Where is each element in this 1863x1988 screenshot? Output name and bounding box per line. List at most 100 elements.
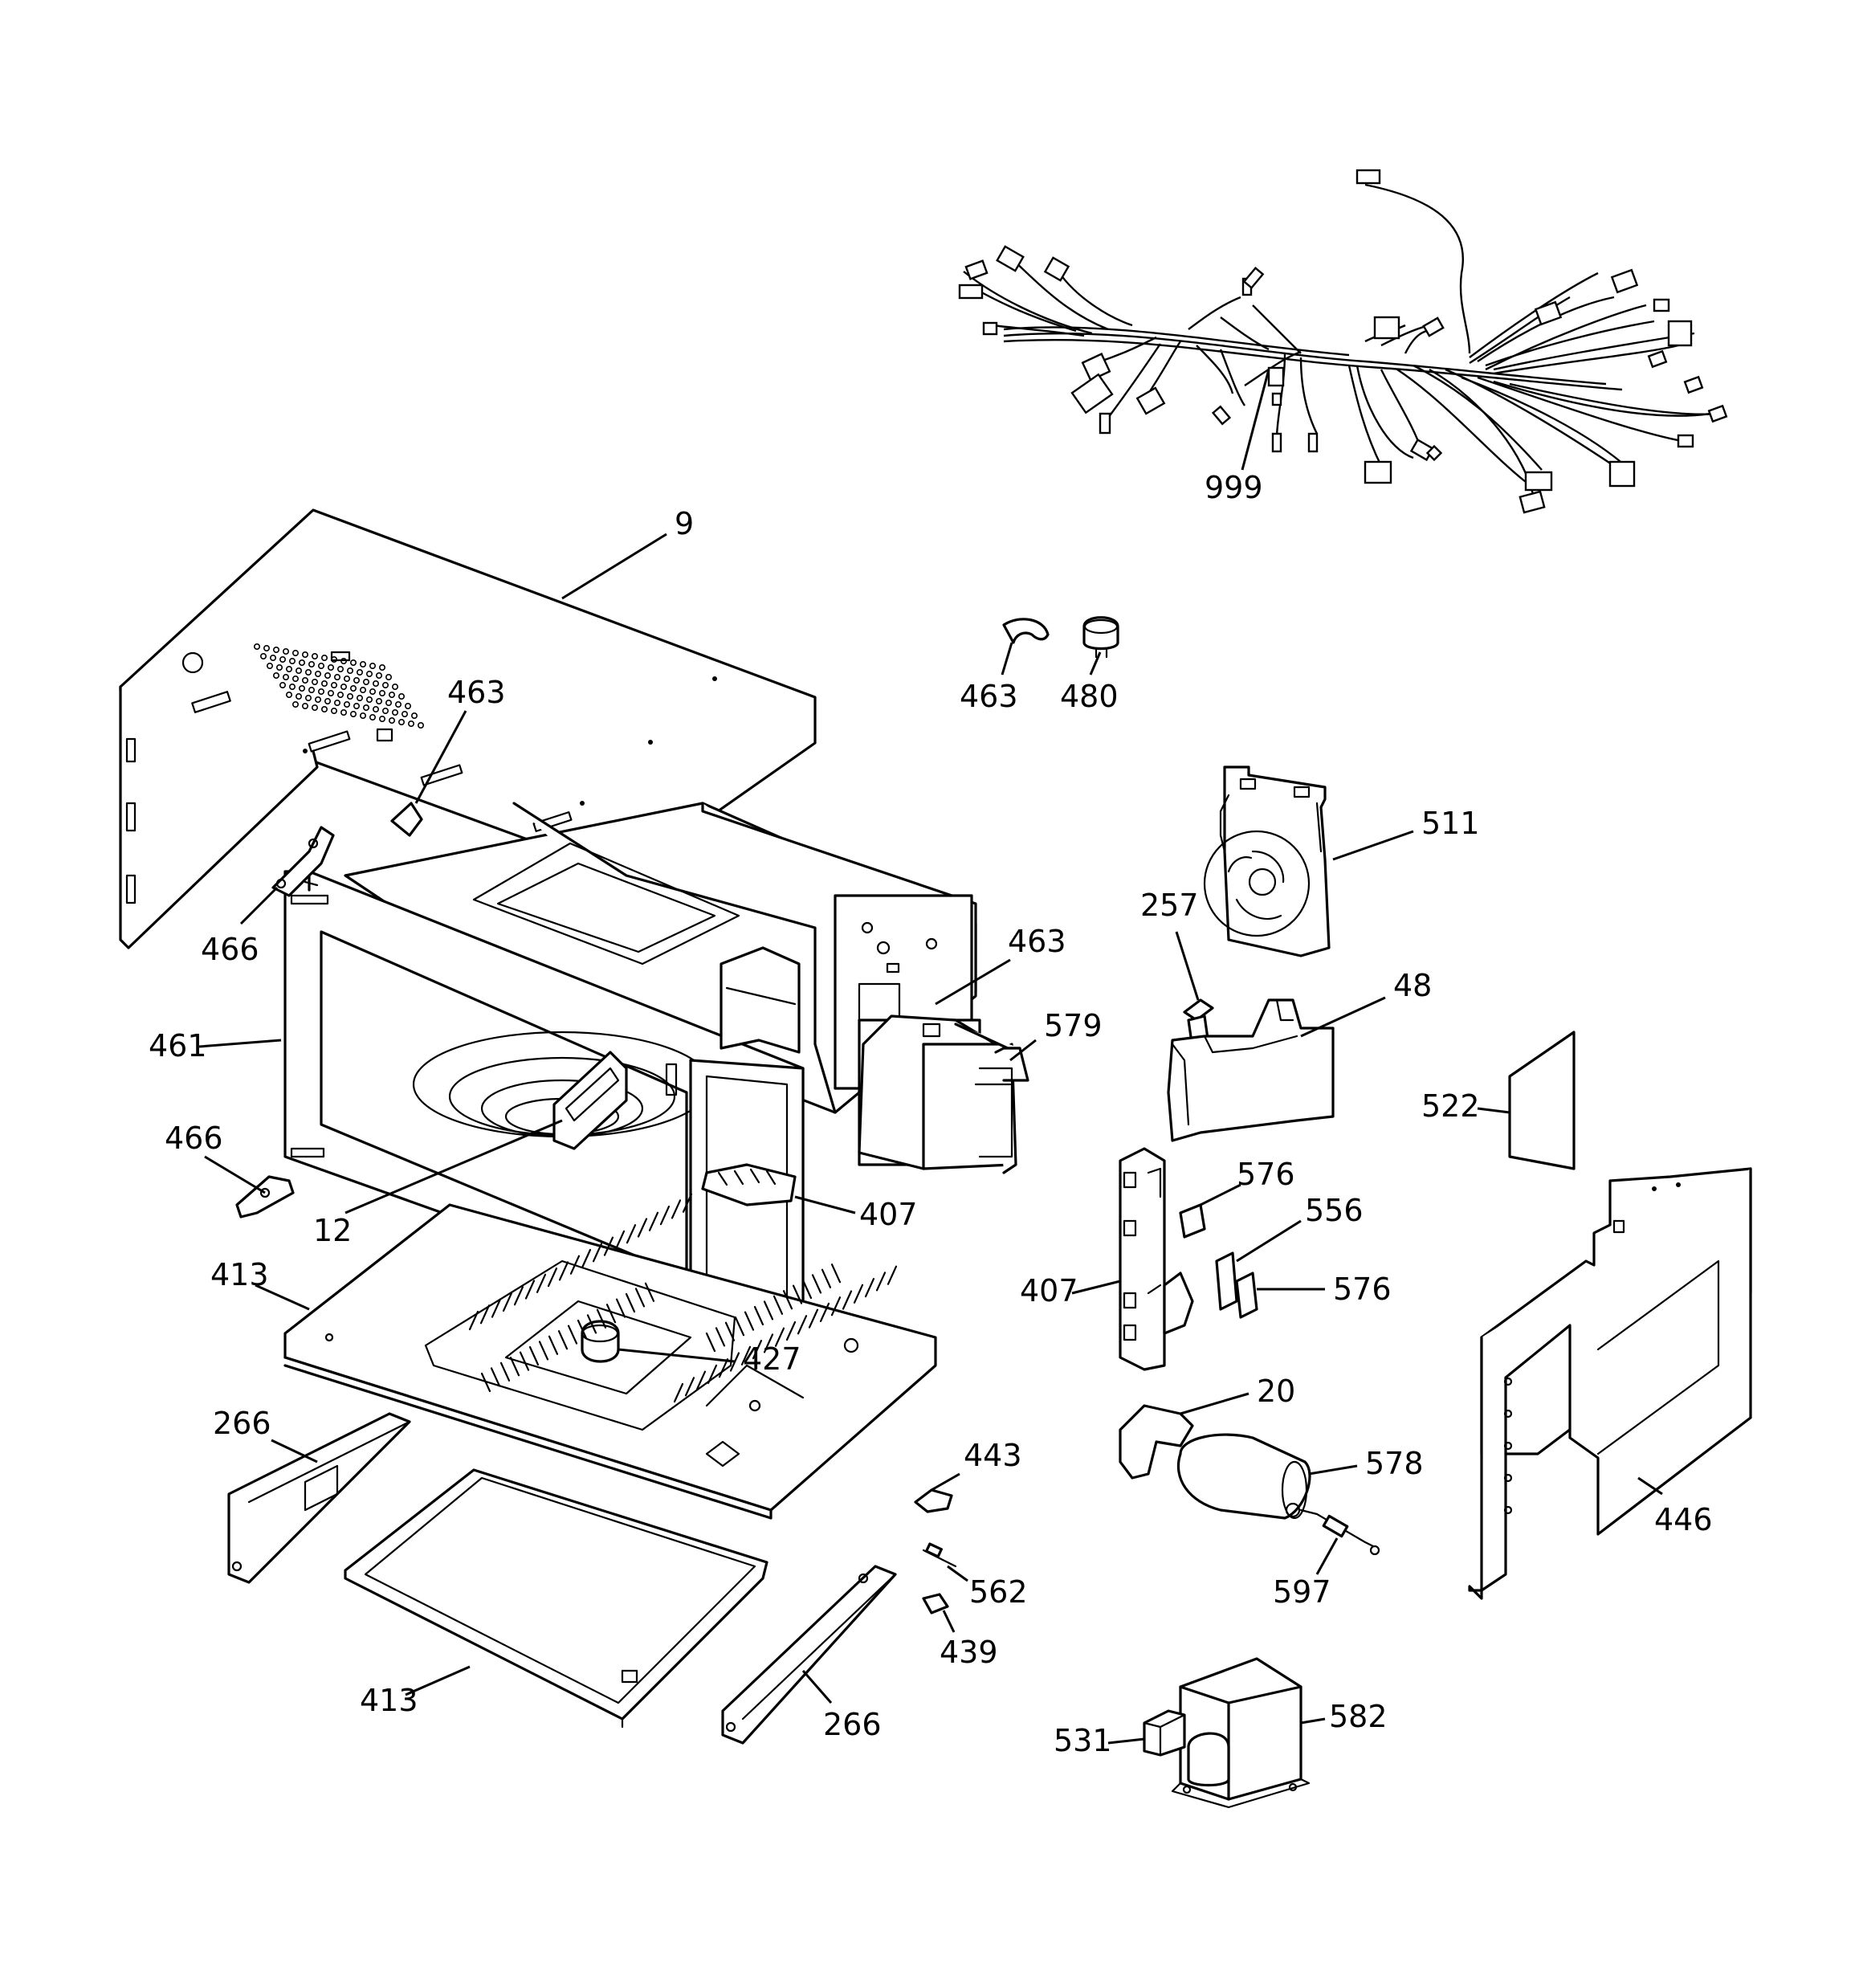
- vent-hole: [330, 707, 337, 714]
- vent-hole: [291, 675, 299, 682]
- callout-446: 446: [1654, 1502, 1713, 1537]
- vent-hole: [356, 668, 363, 676]
- base-slot: [536, 1273, 547, 1293]
- base-slot: [603, 1236, 614, 1256]
- vent-hole: [288, 683, 296, 690]
- vent-hole: [291, 649, 299, 656]
- base-slot: [707, 1364, 718, 1385]
- vent-hole: [378, 689, 385, 696]
- callout-463-loose: 463: [960, 679, 1018, 714]
- callout-413-bottom: 413: [360, 1683, 418, 1718]
- base-slot: [626, 1224, 637, 1244]
- vent-hole: [291, 700, 299, 708]
- vent-hole: [298, 684, 305, 692]
- vent-hole: [314, 670, 321, 677]
- vent-hole: [324, 672, 331, 679]
- vent-hole: [349, 659, 357, 666]
- vent-hole: [285, 665, 292, 672]
- vent-hole: [372, 680, 379, 687]
- base-slot: [468, 1310, 479, 1331]
- vent-hole: [388, 691, 395, 698]
- switch-576-bottom: [1235, 1272, 1258, 1319]
- callout-257: 257: [1140, 888, 1199, 923]
- base-slot: [490, 1367, 501, 1387]
- vent-hole: [381, 681, 389, 688]
- back-panel-446: [1468, 1167, 1752, 1600]
- callout-48: 48: [1393, 968, 1432, 1003]
- callout-999: 999: [1205, 470, 1263, 505]
- vent-hole: [340, 683, 347, 690]
- base-slot: [734, 1316, 745, 1337]
- callout-480: 480: [1060, 679, 1119, 714]
- vent-hole: [304, 694, 312, 701]
- vent-hole: [330, 681, 337, 688]
- thermal-fuse-443: [914, 1488, 953, 1513]
- vent-hole: [346, 667, 353, 674]
- base-slot: [887, 1265, 898, 1285]
- callout-12: 12: [313, 1213, 352, 1248]
- base-slots: [468, 1193, 898, 1403]
- base-slot: [705, 1332, 716, 1353]
- vent-hole: [272, 646, 279, 653]
- vent-hole: [333, 699, 340, 706]
- base-slot: [614, 1230, 626, 1251]
- latch-bracket-407-frame: [701, 1163, 797, 1206]
- vent-hole: [343, 675, 350, 682]
- base-slot: [740, 1345, 752, 1365]
- base-slot: [724, 1321, 736, 1341]
- vent-hole: [346, 692, 353, 700]
- vent-hole: [317, 662, 324, 669]
- base-slot: [792, 1284, 803, 1304]
- callout-461: 461: [149, 1028, 207, 1063]
- callout-576-top: 576: [1237, 1157, 1295, 1192]
- base-slot: [538, 1341, 549, 1361]
- vent-hole: [391, 683, 398, 690]
- base-slot: [744, 1311, 755, 1331]
- switch-576-top: [1179, 1203, 1206, 1239]
- base-slot: [569, 1255, 581, 1275]
- callout-556: 556: [1305, 1193, 1364, 1228]
- bracket-466-bottom: [235, 1175, 295, 1219]
- vent-hole: [356, 694, 363, 701]
- base-slot: [637, 1218, 648, 1238]
- interlock-switch-assembly-407: [1119, 1147, 1194, 1371]
- vent-hole: [327, 663, 334, 671]
- capacitor-578: [1176, 1433, 1311, 1520]
- callout-266-left: 266: [213, 1406, 271, 1441]
- vent-hole: [378, 715, 385, 722]
- vent-hole: [266, 662, 273, 669]
- vent-hole: [263, 644, 270, 651]
- vent-hole: [353, 702, 360, 709]
- vent-hole: [275, 663, 283, 671]
- vent-hole: [308, 686, 315, 693]
- vent-hole: [311, 678, 318, 685]
- base-slot: [682, 1193, 693, 1213]
- callout-463-case: 463: [447, 675, 506, 710]
- vent-hole: [365, 670, 373, 677]
- vent-hole: [288, 657, 296, 664]
- callout-407-frame: 407: [859, 1197, 918, 1232]
- bracket-466-top: [271, 826, 335, 897]
- base-slot: [830, 1296, 842, 1316]
- base-slot: [671, 1199, 682, 1219]
- vent-hole: [285, 691, 292, 698]
- vent-hole: [308, 660, 315, 667]
- callout-597: 597: [1273, 1574, 1331, 1610]
- vent-hole: [279, 655, 286, 663]
- vent-hole: [269, 654, 276, 661]
- button-480: [1082, 616, 1119, 659]
- magnetron-579: [858, 1014, 1029, 1174]
- base-slot: [695, 1370, 707, 1390]
- base-plate-413: [283, 1203, 937, 1520]
- vent-hole: [282, 673, 289, 680]
- vent-hole: [327, 689, 334, 696]
- vent-hole: [301, 676, 308, 684]
- base-slot: [519, 1351, 530, 1371]
- vent-hole: [407, 720, 414, 727]
- base-slot: [502, 1292, 513, 1312]
- vent-hole: [320, 654, 328, 661]
- base-slot: [774, 1327, 785, 1347]
- vent-hole: [311, 652, 318, 659]
- base-slot: [513, 1286, 524, 1306]
- base-slot: [753, 1305, 764, 1326]
